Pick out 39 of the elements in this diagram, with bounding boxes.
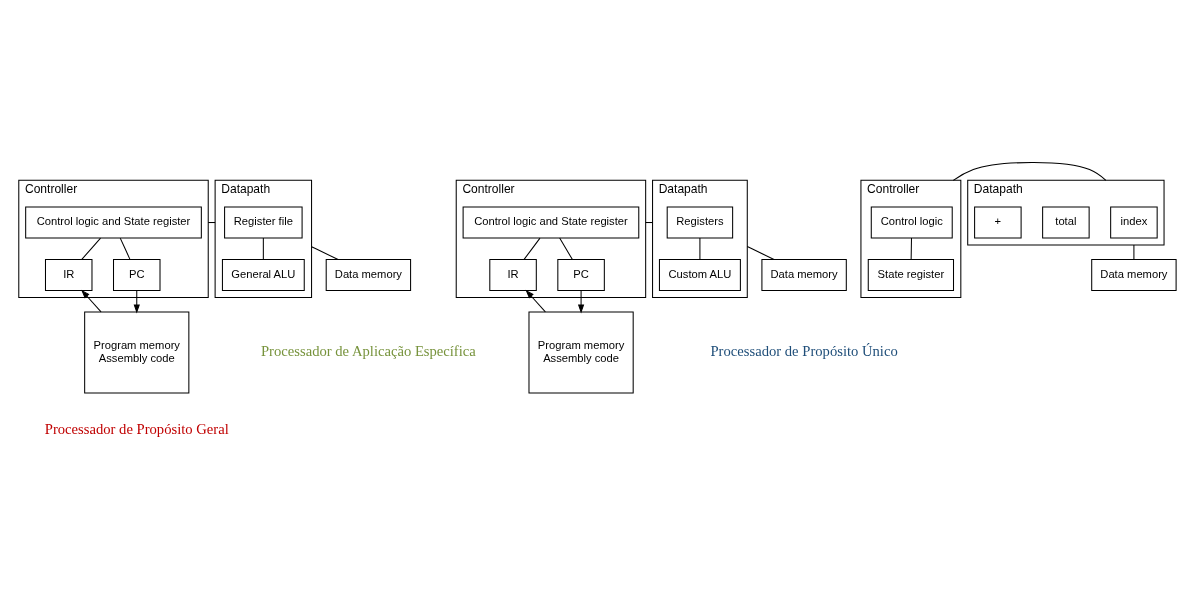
connector bbox=[119, 237, 131, 260]
node-box: Data memory bbox=[325, 259, 412, 292]
connector bbox=[311, 246, 339, 261]
connector bbox=[559, 237, 573, 260]
connector bbox=[746, 245, 775, 261]
node-box: index bbox=[1110, 206, 1158, 239]
node-box: Control logic and State register bbox=[25, 206, 202, 239]
node-box: Control logic bbox=[870, 206, 953, 239]
node-box: Control logic and State register bbox=[462, 206, 640, 239]
node-box: Data memory bbox=[1091, 259, 1177, 292]
node-box: Program memory Assembly code bbox=[528, 311, 634, 394]
node-box: Program memory Assembly code bbox=[84, 311, 190, 394]
connector bbox=[699, 237, 701, 260]
node-box: PC bbox=[557, 259, 605, 292]
node-box: State register bbox=[867, 259, 955, 292]
connector bbox=[262, 237, 264, 260]
node-box: Custom ALU bbox=[658, 259, 741, 292]
connector bbox=[81, 237, 102, 260]
label: Processador de Propósito Geral bbox=[44, 420, 229, 437]
arrow bbox=[577, 290, 585, 314]
arrow bbox=[525, 289, 546, 313]
connector bbox=[952, 162, 1107, 181]
arrow bbox=[81, 289, 102, 313]
node-box: IR bbox=[44, 259, 93, 292]
node-box: IR bbox=[489, 259, 537, 292]
node-box: total bbox=[1042, 206, 1090, 239]
connector bbox=[1133, 244, 1135, 260]
connector bbox=[645, 222, 654, 224]
node-box: Data memory bbox=[761, 259, 847, 292]
label: Processador de Aplicação Específica bbox=[260, 343, 476, 360]
connector bbox=[207, 222, 216, 224]
node-box: Registers bbox=[666, 206, 734, 239]
node-box: General ALU bbox=[221, 259, 305, 292]
node-box: + bbox=[974, 206, 1022, 239]
node-box: Register file bbox=[224, 206, 303, 239]
node-box: PC bbox=[113, 259, 161, 292]
connector bbox=[910, 237, 912, 260]
label: Processador de Propósito Único bbox=[710, 343, 898, 360]
connector bbox=[523, 237, 541, 260]
